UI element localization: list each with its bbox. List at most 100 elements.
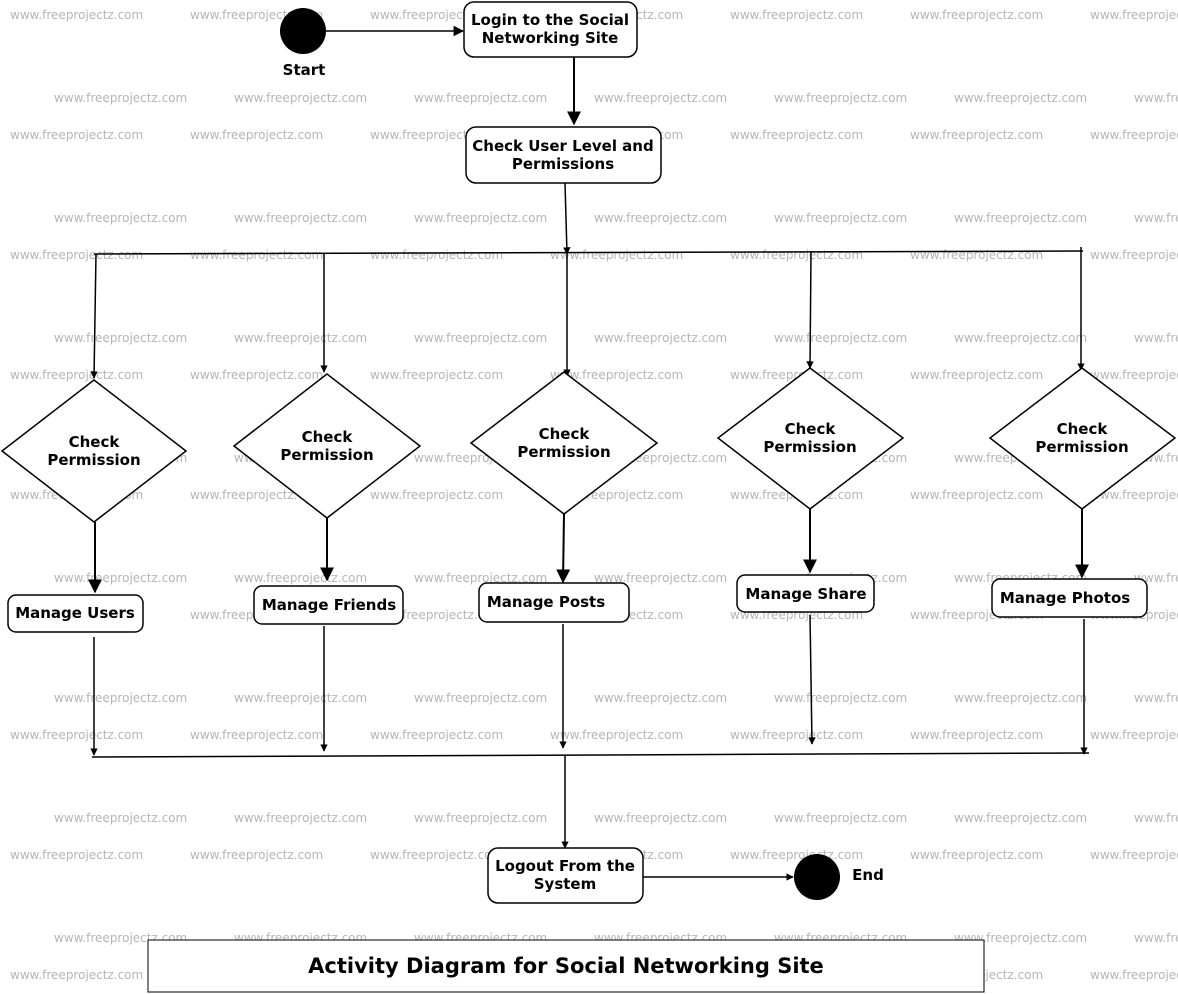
watermark-text: www.freeprojectz.com (54, 571, 187, 585)
watermark-text: www.freeprojectz.com (594, 211, 727, 225)
decision-to-manage-posts-arrow (556, 513, 571, 584)
watermark-text: www.freeprojectz.com (370, 848, 503, 862)
watermark-text: www.freeprojectz.com (190, 728, 323, 742)
watermark-text: www.freeprojectz.com (594, 91, 727, 105)
watermark-text: www.freeprojectz.com (1090, 848, 1178, 862)
watermark-text: www.freeprojectz.com (414, 571, 547, 585)
watermark-text: www.freeprojectz.com (190, 368, 323, 382)
decision-friends-line2: Permission (280, 446, 373, 464)
watermark-text: www.freeprojectz.com (730, 8, 863, 22)
manage-posts-label: Manage Posts (487, 593, 605, 611)
watermark-text: www.freeprojectz.com (594, 571, 727, 585)
watermark-text: www.freeprojectz.com (54, 211, 187, 225)
watermark-text: www.freeprojectz.com (730, 368, 863, 382)
manage-users-label: Manage Users (15, 604, 135, 622)
login-label-line2: Networking Site (482, 29, 619, 47)
watermark-text: www.freeprojectz.com (234, 331, 367, 345)
watermark-text: www.freeprojectz.com (774, 811, 907, 825)
watermark-text: www.freeprojectz.com (10, 968, 143, 982)
watermark-text: www.freeprojectz.com (370, 368, 503, 382)
watermark-text: www.freeprojectz.com (954, 691, 1087, 705)
watermark-text: www.freeprojectz.com (730, 848, 863, 862)
watermark-text: www.freeprojectz.com (234, 571, 367, 585)
watermark-text: www.freeprojectz.com (550, 368, 683, 382)
watermark-text: www.freeprojectz.com (910, 848, 1043, 862)
watermark-text: www.freeprojectz.com (190, 848, 323, 862)
watermark-text: www.freeprojectz.com (730, 728, 863, 742)
fork-bar (93, 250, 1084, 255)
logout-activity (487, 847, 644, 904)
decision-users-line1: Check (69, 433, 121, 451)
watermark-text: www.freeprojectz.com (414, 811, 547, 825)
watermark-text: www.freeprojectz.com (910, 8, 1043, 22)
manage-share-activity (736, 574, 875, 613)
watermark-text: www.freeprojectz.com (594, 331, 727, 345)
manage-photos-label: Manage Photos (1000, 589, 1130, 607)
watermark-text: www.freeprojectz.com (954, 331, 1087, 345)
branch-arrow-users (90, 253, 98, 379)
watermark-text: www.freeprojectz.com (10, 368, 143, 382)
watermark-text: www.freeprojectz.com (594, 691, 727, 705)
watermark-text: www.freeprojectz.com (234, 211, 367, 225)
start-label: Start (283, 61, 326, 79)
start-node (280, 8, 326, 54)
decision-photos-line2: Permission (1035, 438, 1128, 456)
join-bar (91, 752, 1090, 758)
watermark-text: www.freeprojectz.com (550, 728, 683, 742)
watermark-text: www.freeprojectz.com (414, 331, 547, 345)
check-user-level-line2: Permissions (512, 155, 614, 173)
decision-posts-line2: Permission (517, 443, 610, 461)
watermark-text: www.freeprojectz.com (54, 331, 187, 345)
watermark-text: www.freeprojectz.com (10, 848, 143, 862)
watermark-text: www.freeprojectz.com (370, 728, 503, 742)
watermark-text: www.freeprojectz.com (954, 211, 1087, 225)
watermark-text: www.freeprojectz.com (414, 211, 547, 225)
decision-users-line2: Permission (47, 451, 140, 469)
watermark-text: www.freeprojectz.com (54, 691, 187, 705)
decision-posts-line1: Check (539, 425, 591, 443)
watermark-text: www.freeprojectz.com (54, 811, 187, 825)
branch-arrow-share (806, 251, 814, 369)
watermark-text: www.freeprojectz.com (954, 811, 1087, 825)
watermark-text: www.freeprojectz.com (1090, 368, 1178, 382)
watermark-text: www.freeprojectz.com (1090, 8, 1178, 22)
decision-share-line2: Permission (763, 438, 856, 456)
watermark-text: www.freeprojectz.com (234, 811, 367, 825)
manage-photos-activity (991, 578, 1148, 618)
manage-posts-activity (478, 582, 630, 623)
manage-share-to-join-arrow (808, 614, 816, 745)
logout-label-line2: System (534, 875, 596, 893)
watermark-text: www.freeprojectz.com (1090, 248, 1178, 262)
check-to-fork-arrow (563, 182, 571, 255)
watermark-text: www.freeprojectz.com (10, 128, 143, 142)
watermark-text: www.freeprojectz.com (1090, 488, 1178, 502)
watermark-text: www.freeprojectz.com (1134, 91, 1178, 105)
watermark-text: www.freeprojectz.com (10, 248, 143, 262)
watermark-text: www.freeprojectz.com (774, 691, 907, 705)
watermark-text: www.freeprojectz.com (1090, 128, 1178, 142)
watermark-text: www.freeprojectz.com (10, 8, 143, 22)
watermark-text: www.freeprojectz.com (954, 931, 1087, 945)
watermark-text: www.freeprojectz.com (910, 248, 1043, 262)
check-user-level-line1: Check User Level and (472, 137, 653, 155)
watermark-text: www.freeprojectz.com (190, 248, 323, 262)
watermark-text: www.freeprojectz.com (234, 91, 367, 105)
watermark-text: www.freeprojectz.com (774, 331, 907, 345)
watermark-text: www.freeprojectz.com (54, 91, 187, 105)
watermark-text: www.freeprojectz.com (370, 488, 503, 502)
watermark-text: www.freeprojectz.com (234, 691, 367, 705)
title-box (147, 939, 985, 993)
manage-share-label: Manage Share (745, 585, 866, 603)
watermark-text: www.freeprojectz.com (1134, 691, 1178, 705)
watermark-text: www.freeprojectz.com (550, 248, 683, 262)
watermark-text: www.freeprojectz.com (190, 128, 323, 142)
decision-share-line1: Check (785, 420, 837, 438)
watermark-text: www.freeprojectz.com (10, 728, 143, 742)
watermark-text: www.freeprojectz.com (1090, 968, 1178, 982)
watermark-text: www.freeprojectz.com (730, 128, 863, 142)
watermark-text: www.freeprojectz.com (1090, 728, 1178, 742)
watermark-text: www.freeprojectz.com (414, 91, 547, 105)
login-label-line1: Login to the Social (471, 11, 629, 29)
